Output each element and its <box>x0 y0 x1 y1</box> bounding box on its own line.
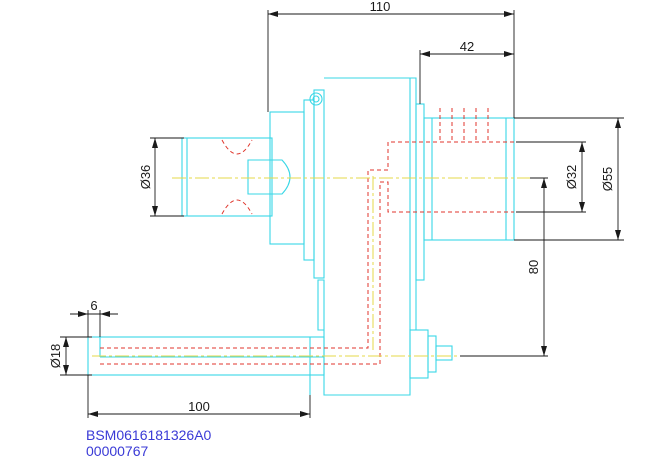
flange-plate-2 <box>313 89 325 279</box>
arrowheads <box>63 11 621 417</box>
bolt-circle <box>309 92 323 106</box>
dim-label-110: 110 <box>370 0 391 14</box>
dim-label-36: Ø36 <box>138 165 153 190</box>
flange-plate <box>303 99 315 261</box>
dim-label-100: 100 <box>188 399 210 414</box>
dimension-labels: 110 42 Ø55 Ø32 80 Ø36 100 Ø18 6 <box>48 0 615 414</box>
part-code: BSM0616181326A0 00000767 <box>86 427 212 459</box>
part-code-line1: BSM0616181326A0 <box>86 427 212 443</box>
center-lines <box>92 176 530 357</box>
part-outline <box>87 77 515 396</box>
dim-label-18: Ø18 <box>48 344 63 369</box>
dim-label-80: 80 <box>526 260 541 274</box>
right-flange <box>415 103 425 281</box>
bolt-circle-inner <box>312 95 320 103</box>
lower-bolt <box>435 345 453 361</box>
dimension-lines <box>60 10 624 418</box>
lower-nut-2 <box>427 335 437 373</box>
main-housing <box>317 77 417 396</box>
dim-label-55: Ø55 <box>600 167 615 192</box>
dim-label-42: 42 <box>460 39 474 54</box>
coolant-channel-outer <box>100 141 514 349</box>
dim-label-32: Ø32 <box>564 165 579 190</box>
output-cylinder <box>423 117 515 241</box>
part-code-line2: 00000767 <box>86 443 149 459</box>
left-boss <box>247 159 291 195</box>
coolant-channel-inner <box>100 181 514 365</box>
lower-nut <box>409 329 429 379</box>
hidden-lines <box>100 108 514 365</box>
left-body <box>181 137 273 217</box>
bore-arc-top <box>221 139 253 155</box>
dim-label-6: 6 <box>90 298 97 313</box>
bore-arc-bottom <box>221 199 253 215</box>
